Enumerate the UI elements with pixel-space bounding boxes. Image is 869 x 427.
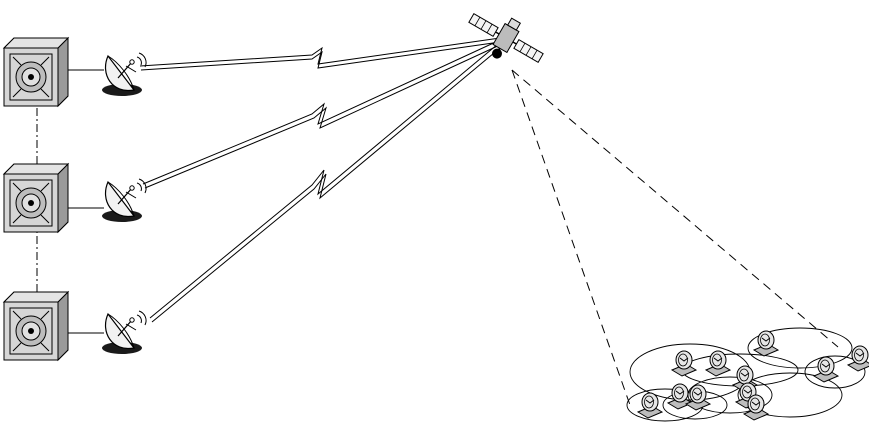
satellite-dish-icon: [101, 310, 147, 355]
coverage-cell: [804, 355, 866, 389]
ground-station-2: [3, 163, 147, 233]
user-terminal-icon: [637, 392, 663, 419]
user-terminal-icon: [671, 350, 697, 377]
satellite-dish-icon: [101, 52, 147, 97]
server-icon: [3, 163, 69, 233]
ground-station-1: [3, 37, 147, 107]
user-terminal-icon: [753, 330, 779, 357]
user-terminal-icon: [813, 356, 839, 383]
server-icon: [3, 37, 69, 107]
satellite-dish-icon: [101, 178, 147, 223]
uplink-3: [149, 43, 501, 323]
satellite-icon: [468, 12, 544, 64]
user-terminal-icon: [685, 384, 711, 411]
coverage-cell: [737, 372, 843, 418]
server-icon: [3, 291, 69, 361]
coverage-beam: [511, 69, 839, 406]
ground-station-3: [3, 291, 147, 361]
coverage-cell: [747, 327, 853, 369]
uplink-2: [142, 39, 503, 189]
uplink-1: [139, 37, 501, 71]
